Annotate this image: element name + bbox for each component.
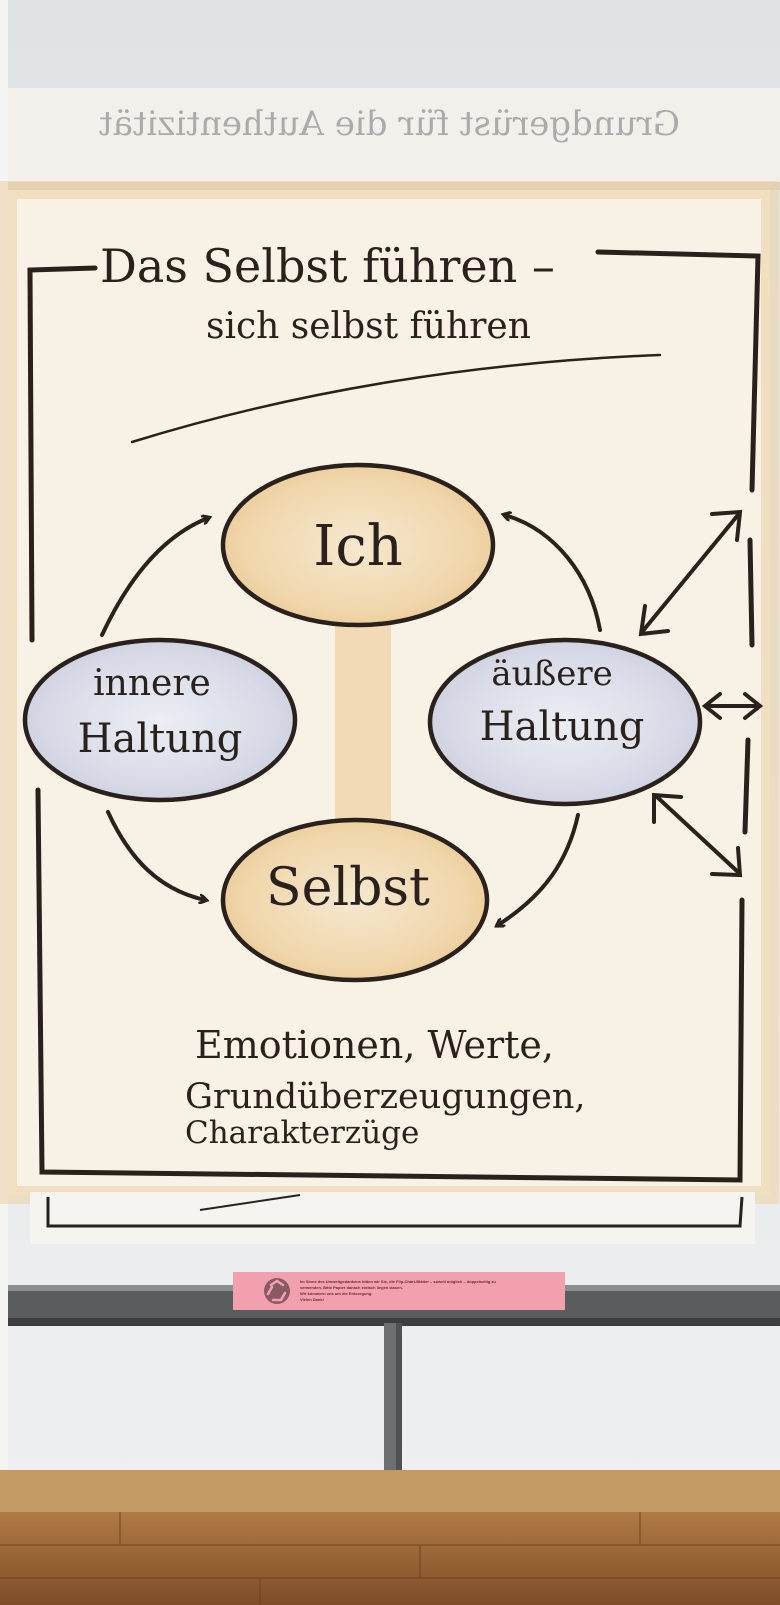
double-arrow-right — [701, 692, 764, 720]
arrow-inner-to-selbst — [106, 810, 205, 900]
sticker-line2: verwenden. Bitte Papier danach einfach l… — [300, 1285, 403, 1290]
node-selbst-ellipse — [220, 817, 490, 983]
node-inner-ellipse — [22, 637, 298, 803]
skirting-board — [0, 1470, 780, 1512]
arrow-inner-to-ich — [100, 518, 208, 637]
chart-title-line1: Das Selbst führen – — [100, 239, 555, 293]
floor-seams — [0, 1512, 780, 1605]
bottom-text-line1: Emotionen, Werte, — [195, 1023, 554, 1067]
sticker-line4: Vielen Dank! — [300, 1297, 324, 1302]
bottom-text-line3: Charakterzüge — [185, 1115, 419, 1151]
frame-line-right-top — [595, 249, 761, 493]
arrow-outer-to-selbst — [498, 813, 580, 925]
easel-leg-shade — [396, 1323, 402, 1605]
center-ochre-bar — [335, 620, 391, 830]
double-arrow-upper-right — [638, 509, 743, 637]
arrow-outer-to-ich — [505, 515, 602, 632]
lower-sheet-stroke — [199, 1194, 301, 1211]
frame-line-right-mid — [747, 537, 755, 648]
node-selbst-label: Selbst — [266, 858, 430, 918]
lower-sheet-frame-line — [46, 1196, 744, 1228]
top-flipchart-sheet — [8, 88, 780, 188]
node-ich-ellipse — [220, 462, 496, 628]
title-underline — [130, 353, 662, 444]
sticker-line3: Wir kümmern uns um die Entsorgung. — [300, 1291, 372, 1296]
node-ich-label: Ich — [313, 514, 403, 579]
lower-sheet — [30, 1192, 755, 1244]
node-inner-label-1: innere — [93, 663, 211, 704]
double-arrow-lower-right — [652, 792, 743, 878]
node-outer-label-2: Haltung — [480, 704, 645, 750]
wood-floor — [0, 1512, 780, 1605]
easel-tray-bottom — [8, 1318, 780, 1326]
sticker-line1: Im Sinne des Umweltgedankens bitten wir … — [300, 1279, 496, 1284]
node-inner-label-2: Haltung — [78, 716, 243, 762]
bottom-text-line2: Grundüberzeugungen, — [185, 1077, 586, 1117]
frame-line-right-mid2 — [742, 737, 751, 835]
node-outer-label-1: äußere — [491, 654, 612, 694]
chart-title-line2: sich selbst führen — [206, 306, 531, 347]
frame-line-left-top — [27, 265, 98, 643]
frame-line-right-bottom — [35, 787, 745, 1183]
svg-text:Grundgerüst für die Authentizi: Grundgerüst für die Authentizität — [99, 104, 680, 144]
top-sheet-mirrored-text: Grundgerüst für die Authentizität — [99, 104, 680, 144]
recycle-icon — [264, 1278, 290, 1304]
node-outer-ellipse — [427, 637, 703, 807]
